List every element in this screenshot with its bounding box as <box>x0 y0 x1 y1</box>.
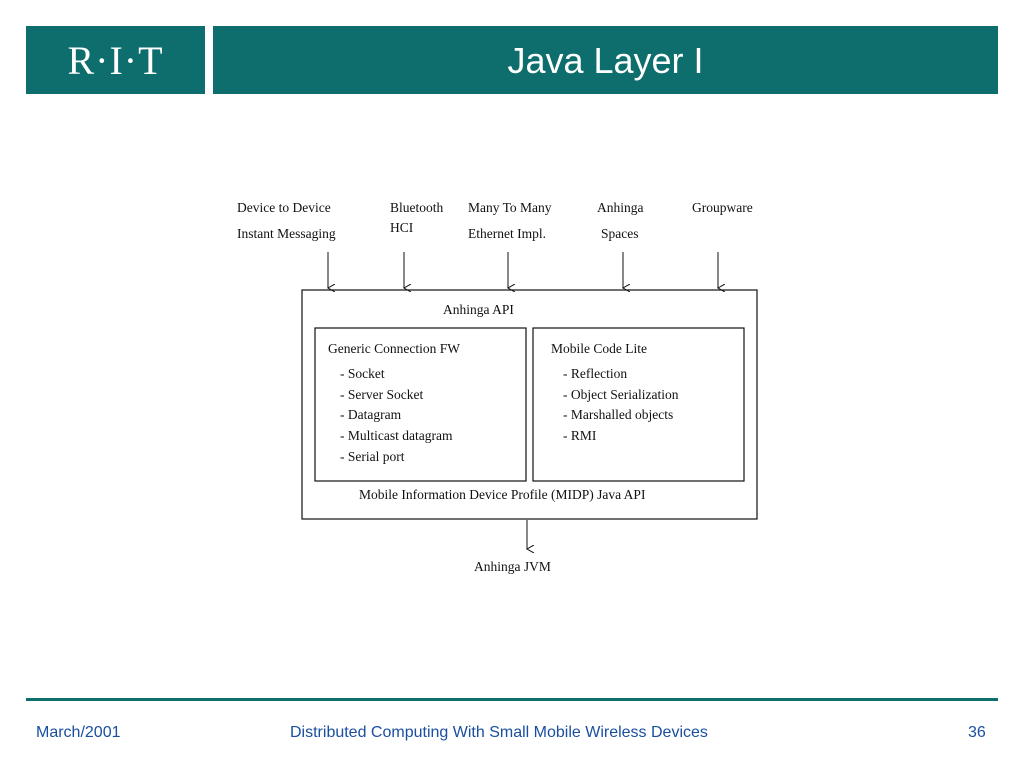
right-item-object-serialization: - Object Serialization <box>563 387 679 402</box>
slide-title: Java Layer I <box>507 40 704 81</box>
footer-date: March/2001 <box>36 724 121 741</box>
midp-label: Mobile Information Device Profile (MIDP)… <box>359 487 646 502</box>
rit-logo: R·I·T <box>26 26 205 94</box>
anhinga-api-box <box>301 289 758 520</box>
left-item-datagram: - Datagram <box>340 407 402 422</box>
input-label-device-to-device-2: Instant Messaging <box>237 226 336 241</box>
right-item-reflection: - Reflection <box>563 366 627 381</box>
title-bar: Java Layer I <box>213 26 998 94</box>
left-item-multicast-datagram: - Multicast datagram <box>340 428 453 443</box>
input-label-anhinga-2: Spaces <box>601 226 639 241</box>
generic-connection-box <box>314 327 527 482</box>
left-item-socket: - Socket <box>340 366 385 381</box>
mobile-code-lite-title: Mobile Code Lite <box>551 341 647 356</box>
anhinga-api-label: Anhinga API <box>443 302 514 317</box>
left-item-server-socket: - Server Socket <box>340 387 423 402</box>
mobile-code-lite-box <box>532 327 745 482</box>
generic-connection-title: Generic Connection FW <box>328 341 460 356</box>
footer-course-title: Distributed Computing With Small Mobile … <box>290 724 708 741</box>
input-label-groupware-1: Groupware <box>692 200 753 215</box>
anhinga-jvm-label: Anhinga JVM <box>474 559 551 574</box>
right-item-marshalled-objects: - Marshalled objects <box>563 407 673 422</box>
input-label-many-to-many-1: Many To Many <box>468 200 552 215</box>
right-item-rmi: - RMI <box>563 428 597 443</box>
logo-text: R·I·T <box>67 37 164 83</box>
input-label-bluetooth-2: HCI <box>390 220 414 235</box>
footer-divider <box>26 698 998 701</box>
input-label-many-to-many-2: Ethernet Impl. <box>468 226 546 241</box>
input-label-device-to-device-1: Device to Device <box>237 200 331 215</box>
footer-page-number: 36 <box>968 724 986 741</box>
left-item-serial-port: - Serial port <box>340 449 405 464</box>
input-label-anhinga-1: Anhinga <box>597 200 644 215</box>
input-label-bluetooth-1: Bluetooth <box>390 200 443 215</box>
